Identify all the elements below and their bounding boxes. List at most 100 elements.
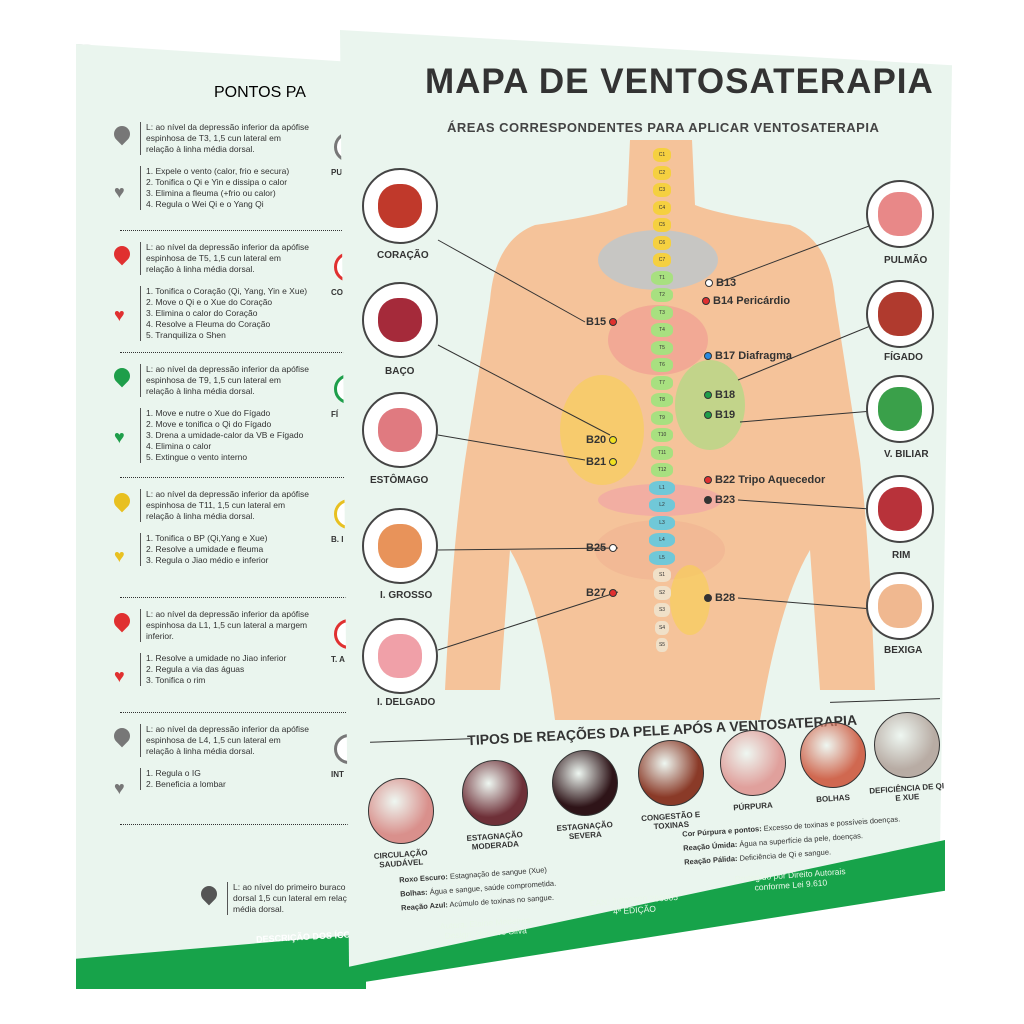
vertebra-T5: T5 bbox=[651, 340, 673, 355]
acupoint-b19: B19 bbox=[704, 409, 735, 421]
skin-reaction-swatch bbox=[874, 712, 940, 778]
function-item: 3. Regula o Jiao médio e inferior bbox=[146, 555, 269, 565]
vertebra-T1: T1 bbox=[651, 270, 673, 285]
vertebra-C1: C1 bbox=[653, 148, 671, 162]
acupoint-b14: B14 Pericárdio bbox=[702, 295, 790, 307]
section-divider bbox=[120, 477, 420, 478]
acupoint-b18: B18 bbox=[704, 389, 735, 401]
acupoint-b21: B21 bbox=[586, 456, 618, 468]
acupoint-b23: B23 bbox=[704, 494, 735, 506]
point-label: B13 bbox=[716, 277, 737, 289]
back-poster bbox=[76, 44, 366, 989]
section-divider bbox=[120, 824, 420, 825]
function-item: 5. Extingue o vento interno bbox=[146, 452, 248, 462]
organ-icon bbox=[878, 387, 922, 431]
point-dot bbox=[704, 391, 712, 399]
vertebra-S4: S4 bbox=[655, 620, 669, 635]
intestine-zone bbox=[595, 520, 725, 580]
location-text: L: ao nível da depressão inferior da apó… bbox=[140, 609, 310, 642]
point-dot bbox=[609, 436, 618, 444]
organ-label: RIM bbox=[892, 550, 911, 561]
organ-0-circle bbox=[362, 168, 438, 244]
point-dot bbox=[705, 279, 713, 287]
organ-icon bbox=[878, 192, 922, 236]
organ-label: ESTÔMAGO bbox=[370, 475, 429, 486]
acupoint-b22: B22 Tripo Aquecedor bbox=[704, 474, 825, 486]
function-item: 3. Elimina a fleuma (+frio ou calor) bbox=[146, 188, 276, 198]
acupoint-b13: B13 bbox=[705, 277, 736, 289]
point-dot bbox=[609, 318, 618, 326]
location-pin-icon bbox=[110, 242, 134, 266]
organ-label: V. BILIAR bbox=[884, 449, 929, 460]
ring-label: INT bbox=[331, 770, 344, 779]
legend-term: Reação Azul: bbox=[400, 900, 449, 913]
location-text: L: ao nível da depressão inferior da apó… bbox=[140, 489, 310, 522]
organ-right-2-circle bbox=[866, 375, 934, 443]
acupoint-b25: B25 bbox=[586, 542, 618, 554]
vertebra-L5: L5 bbox=[649, 550, 675, 565]
function-item: 1. Move e nutre o Xue do Fígado bbox=[146, 408, 271, 418]
function-item: 3. Elimina o calor do Coração bbox=[146, 308, 258, 318]
point-label: B28 bbox=[715, 592, 736, 604]
vertebra-S1: S1 bbox=[652, 568, 672, 582]
point-label: B22 Tripo Aquecedor bbox=[715, 474, 826, 486]
function-list: 1. Tonifica o BP (Qi,Yang e Xue)2. Resol… bbox=[140, 533, 310, 566]
skin-reaction-swatch bbox=[638, 740, 704, 806]
function-item: 1. Tonifica o Coração (Qi, Yang, Yin e X… bbox=[146, 286, 308, 296]
organ-label: FÍGADO bbox=[884, 352, 923, 363]
heart-icon: ♥ bbox=[114, 778, 125, 798]
vertebra-T12: T12 bbox=[651, 463, 673, 477]
function-item: 2. Tonifica o Qi e Yin e dissipa o calor bbox=[146, 177, 288, 187]
organ-label: I. GROSSO bbox=[380, 590, 433, 601]
point-dot bbox=[702, 297, 710, 305]
vertebra-T8: T8 bbox=[651, 393, 673, 407]
spleen-zone bbox=[560, 375, 644, 485]
organ-icon bbox=[378, 634, 422, 678]
vertebra-T9: T9 bbox=[651, 410, 673, 425]
organ-right-3-circle bbox=[866, 475, 934, 543]
point-label: B19 bbox=[715, 409, 736, 421]
skin-reaction-swatch bbox=[552, 750, 618, 816]
organ-icon bbox=[378, 408, 422, 452]
vertebra-C5: C5 bbox=[653, 218, 671, 232]
organ-4-circle bbox=[362, 618, 438, 694]
function-item: 4. Resolve a Fleuma do Coração bbox=[146, 319, 271, 329]
skin-reaction-swatch bbox=[462, 760, 528, 826]
ring-label: FÍ bbox=[331, 410, 339, 419]
point-label: B14 Pericárdio bbox=[713, 295, 791, 307]
organ-1-circle bbox=[362, 282, 438, 358]
organ-icon bbox=[878, 487, 922, 531]
vertebra-C7: C7 bbox=[653, 253, 671, 267]
acupoint-b28: B28 bbox=[704, 592, 735, 604]
location-text: L: ao nível da depressão inferior da apó… bbox=[140, 724, 310, 757]
section-divider bbox=[120, 230, 420, 231]
organ-label: BEXIGA bbox=[884, 645, 923, 656]
function-item: 2. Move o Qi e o Xue do Coração bbox=[146, 297, 273, 307]
vertebra-T4: T4 bbox=[651, 323, 673, 337]
heart-icon: ♥ bbox=[114, 427, 125, 447]
vertebra-L3: L3 bbox=[649, 515, 675, 530]
organ-right-1-circle bbox=[866, 280, 934, 348]
function-item: 2. Regula a via das águas bbox=[146, 664, 245, 674]
function-item: 4. Regula o Wei Qi e o Yang Qi bbox=[146, 199, 264, 209]
vertebra-L1: L1 bbox=[649, 480, 675, 495]
point-label: B20 bbox=[586, 434, 607, 446]
location-text: L: ao nível da depressão inferior da apó… bbox=[140, 364, 310, 397]
point-dot bbox=[609, 458, 618, 466]
vertebra-C2: C2 bbox=[653, 165, 671, 180]
poster-title: MAPA DE VENTOSATERAPIA bbox=[425, 62, 934, 101]
heart-icon: ♥ bbox=[114, 305, 125, 325]
function-list: 1. Tonifica o Coração (Qi, Yang, Yin e X… bbox=[140, 286, 310, 341]
location-pin-icon bbox=[110, 609, 134, 633]
organ-label: I. DELGADO bbox=[377, 697, 436, 708]
function-item: 1. Expele o vento (calor, frio e secura) bbox=[146, 166, 290, 176]
location-pin-icon bbox=[110, 724, 134, 748]
function-item: 2. Resolve a umidade e fleuma bbox=[146, 544, 264, 554]
point-label: B18 bbox=[715, 389, 736, 401]
location-pin-icon bbox=[110, 489, 134, 513]
point-label: B23 bbox=[715, 494, 736, 506]
vertebra-T11: T11 bbox=[651, 445, 673, 460]
point-label: B21 bbox=[586, 456, 607, 468]
back-poster-content: PONTOS PA L: ao nível da depressão infer… bbox=[76, 44, 420, 989]
